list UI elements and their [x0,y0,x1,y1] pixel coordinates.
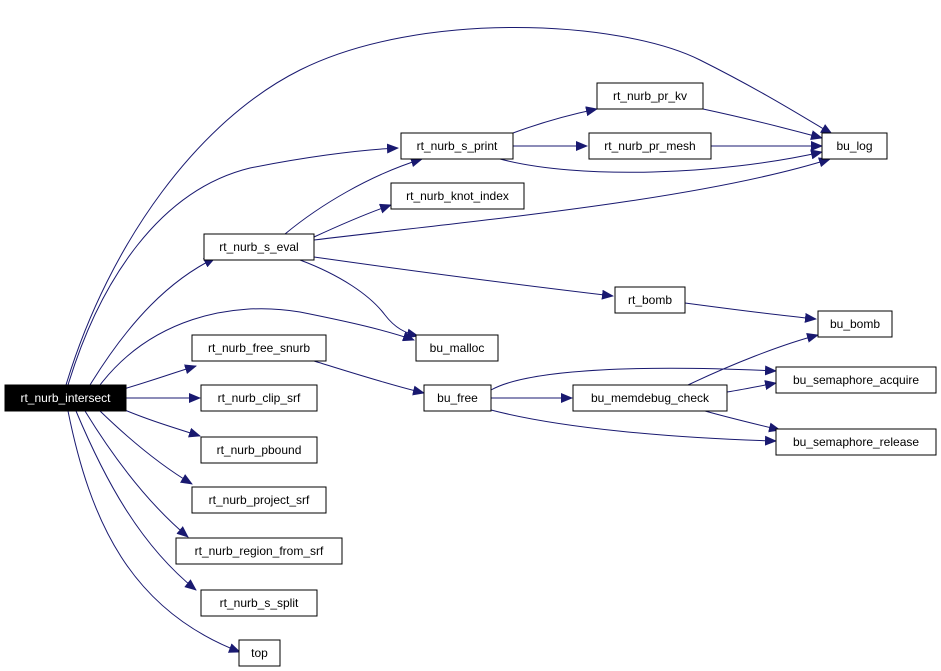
edge-memdebug-to-sem-release [704,410,781,433]
node-label-bu-log: bu_log [836,139,872,153]
node-bu-free[interactable]: bu_free [423,384,492,412]
node-label-bu-semaphore-release: bu_semaphore_release [793,435,919,449]
node-bu-log[interactable]: bu_log [821,132,888,160]
node-rt-nurb-s-split[interactable]: rt_nurb_s_split [200,589,318,617]
node-rt-nurb-pr-mesh[interactable]: rt_nurb_pr_mesh [588,132,712,160]
edge-pr-kv-to-bu-log [702,108,823,140]
edge-bu-free-to-sem-release [490,409,777,446]
node-label-bu-memdebug-check: bu_memdebug_check [591,391,710,405]
edge-intersect-to-pbound [119,407,201,438]
node-label-rt-bomb: rt_bomb [628,293,672,307]
edge-free-snurb-to-bu-free [313,360,425,396]
node-label-rt-nurb-s-split: rt_nurb_s_split [220,596,299,610]
node-rt-nurb-s-print[interactable]: rt_nurb_s_print [400,132,514,160]
node-top[interactable]: top [238,639,281,667]
edge-intersect-to-s-split [75,410,197,591]
node-label-rt-nurb-s-eval: rt_nurb_s_eval [219,240,298,254]
node-label-bu-bomb: bu_bomb [830,317,880,331]
edges [65,27,833,653]
edge-intersect-to-region-from-srf [84,410,189,538]
node-rt-nurb-pbound[interactable]: rt_nurb_pbound [200,436,318,464]
edge-intersect-to-project-srf [99,410,193,485]
edge-intersect-to-s-eval [89,257,216,386]
node-label-rt-nurb-project-srf: rt_nurb_project_srf [209,493,310,507]
edge-intersect-to-bu-malloc [99,308,415,386]
node-rt-bomb[interactable]: rt_bomb [614,286,686,314]
node-label-rt-nurb-region-from-srf: rt_nurb_region_from_srf [195,544,324,558]
edge-memdebug-to-sem-acquire [726,380,777,393]
edge-intersect-to-free-snurb [119,364,197,391]
edge-rt-bomb-to-bu-bomb [684,302,817,323]
node-bu-semaphore-acquire[interactable]: bu_semaphore_acquire [775,366,937,394]
node-rt-nurb-knot-index[interactable]: rt_nurb_knot_index [390,182,525,210]
node-label-rt-nurb-pr-kv: rt_nurb_pr_kv [613,89,687,103]
node-rt-nurb-s-eval[interactable]: rt_nurb_s_eval [203,233,315,261]
node-label-bu-malloc: bu_malloc [430,341,485,355]
node-bu-semaphore-release[interactable]: bu_semaphore_release [775,428,937,456]
edge-s-eval-to-bu-log [313,157,831,241]
node-rt-nurb-intersect[interactable]: rt_nurb_intersect [4,384,127,412]
node-rt-nurb-free-snurb[interactable]: rt_nurb_free_snurb [191,334,327,362]
node-bu-memdebug-check[interactable]: bu_memdebug_check [572,384,728,412]
edge-bu-free-to-sem-acquire [490,365,777,391]
node-label-rt-nurb-s-print: rt_nurb_s_print [417,139,498,153]
edge-memdebug-to-bu-bomb [687,332,819,386]
node-label-bu-semaphore-acquire: bu_semaphore_acquire [793,373,919,387]
node-label-top: top [251,646,268,660]
edge-intersect-to-bu-log [65,27,833,386]
edge-s-eval-to-rt-bomb [313,256,614,300]
edge-intersect-to-s-print [67,143,399,386]
node-label-rt-nurb-free-snurb: rt_nurb_free_snurb [208,341,310,355]
node-label-rt-nurb-knot-index: rt_nurb_knot_index [406,189,509,203]
nodes: rt_nurb_intersect rt_nurb_s_print rt_nur… [4,82,937,667]
node-label-bu-free: bu_free [437,391,478,405]
node-rt-nurb-project-srf[interactable]: rt_nurb_project_srf [191,486,327,514]
node-bu-malloc[interactable]: bu_malloc [415,334,499,362]
node-label-rt-nurb-intersect: rt_nurb_intersect [20,391,111,405]
node-label-rt-nurb-clip-srf: rt_nurb_clip_srf [218,391,301,405]
node-label-rt-nurb-pbound: rt_nurb_pbound [217,443,302,457]
edge-s-print-to-pr-kv [512,106,598,134]
edge-s-print-to-bu-log [499,149,823,173]
edge-s-eval-to-knot-index [313,203,392,238]
node-label-rt-nurb-pr-mesh: rt_nurb_pr_mesh [604,139,695,153]
node-rt-nurb-clip-srf[interactable]: rt_nurb_clip_srf [200,384,318,412]
edge-s-eval-to-bu-malloc [299,259,419,339]
node-bu-bomb[interactable]: bu_bomb [817,310,893,338]
node-rt-nurb-region-from-srf[interactable]: rt_nurb_region_from_srf [175,537,343,565]
node-rt-nurb-pr-kv[interactable]: rt_nurb_pr_kv [596,82,704,110]
edge-intersect-to-top [67,410,241,653]
edge-s-eval-to-s-print [284,157,423,235]
